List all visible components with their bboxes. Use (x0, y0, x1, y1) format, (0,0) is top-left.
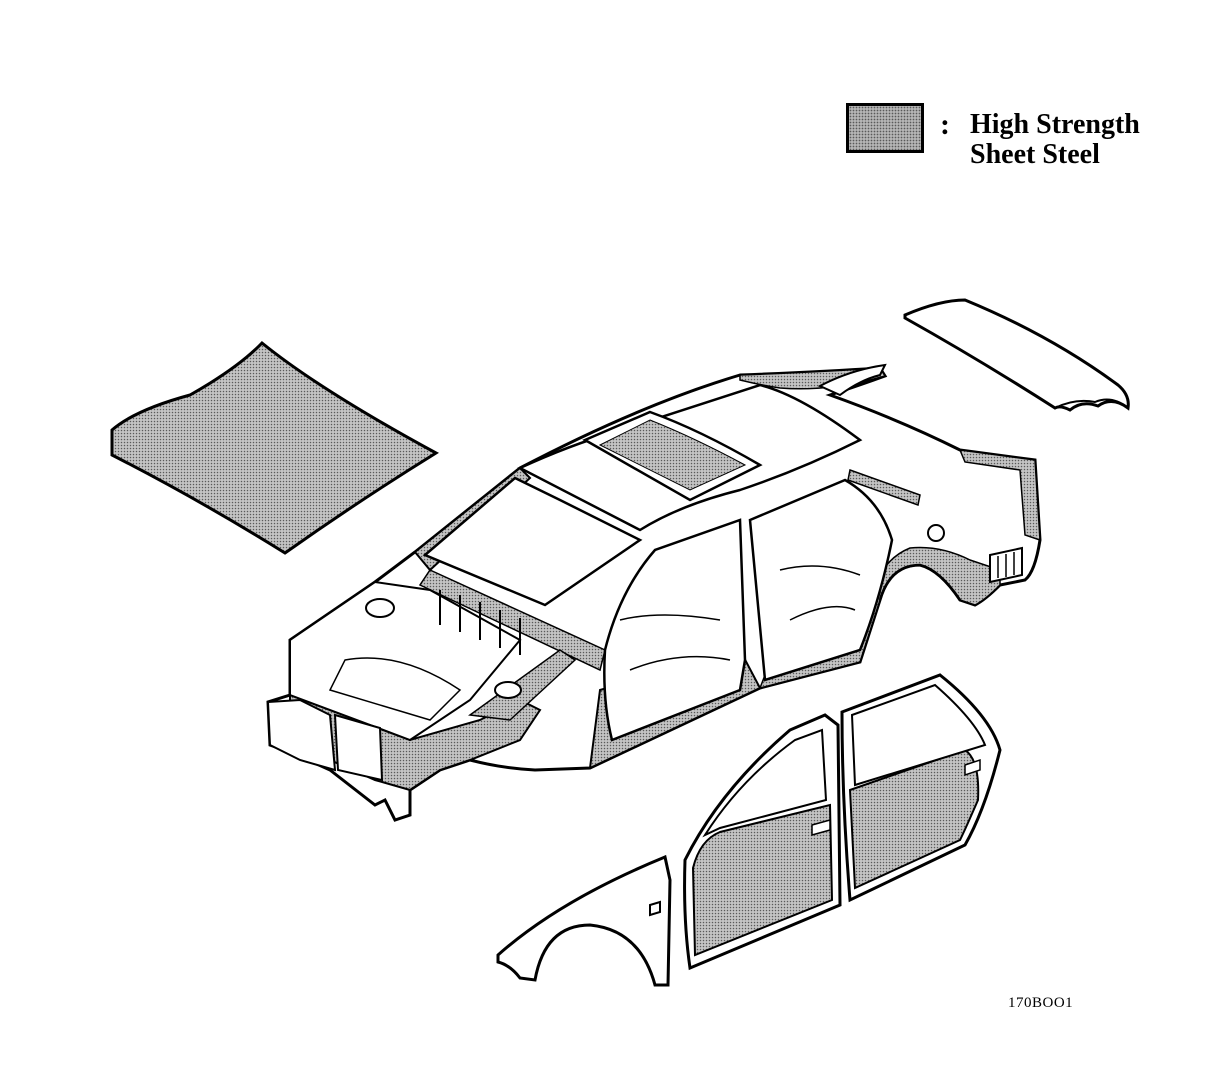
legend-label: High Strength Sheet Steel (970, 110, 1200, 170)
rear-door (840, 673, 1002, 903)
hood-panel (110, 340, 439, 555)
legend-colon: : (940, 108, 950, 141)
legend-label-line2: Sheet Steel (970, 139, 1100, 170)
trunk-lid (903, 298, 1130, 412)
body-shell (266, 363, 1042, 822)
front-door (683, 713, 842, 971)
legend-label-line1: High Strength (970, 109, 1140, 140)
figure-id: 170BOO1 (1008, 995, 1074, 1011)
legend-swatch-high-strength-steel (846, 103, 924, 153)
front-fender (496, 854, 672, 987)
